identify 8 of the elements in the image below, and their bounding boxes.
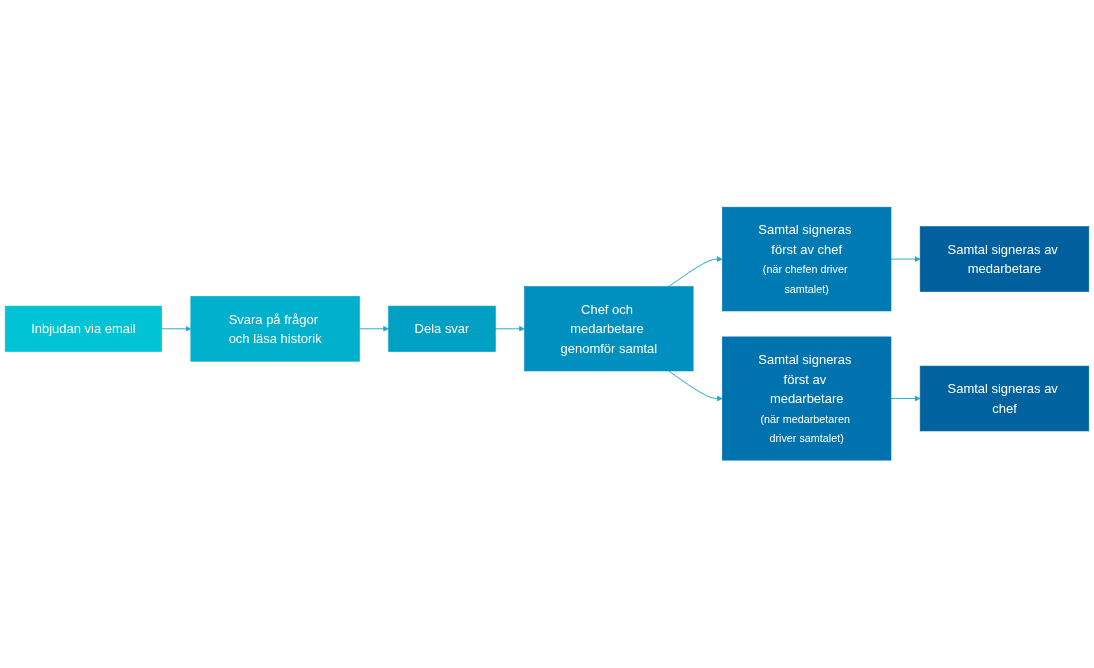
node-box: Chef och medarbetare genomför samtal [524,286,694,372]
node-box: Dela svar [388,306,496,353]
node-box: Svara på frågor och läsa historik [190,296,360,362]
node-box: Samtal signeras av chef [919,366,1090,432]
node-box: Inbjudan via email [4,306,162,353]
node-box: Samtal signeras av medarbetare [919,226,1090,293]
node-box: Samtal signeras först av medarbetare (när medarbetaren driver samtalet) [722,336,892,461]
node-box: Samtal signeras först av chef (när chefen driver samtalet) [722,207,892,312]
